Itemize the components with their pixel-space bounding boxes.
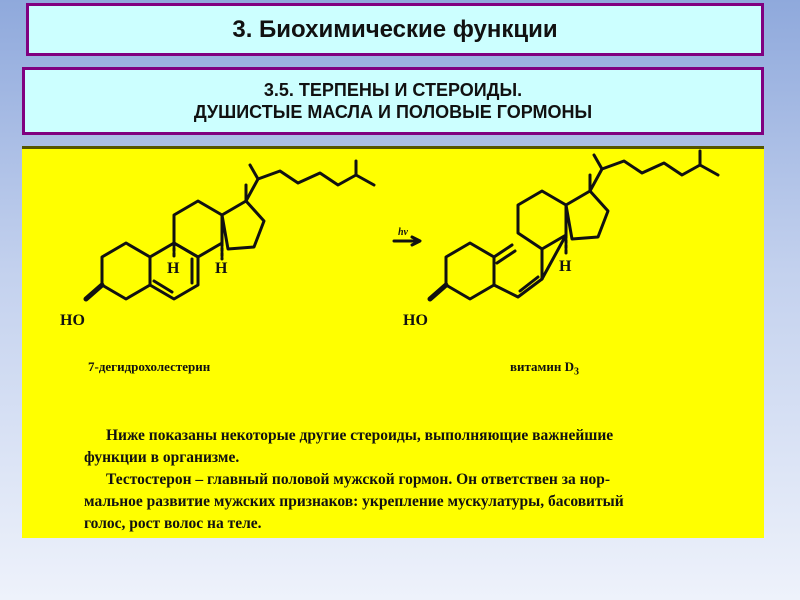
right-methylene (492, 243, 514, 259)
subtitle-line-2: ДУШИСТЫЕ МАСЛА И ПОЛОВЫЕ ГОРМОНЫ (193, 102, 593, 122)
right-triene (492, 277, 544, 299)
left-side-chain (244, 169, 376, 203)
left-ring-a (100, 241, 152, 301)
right-ho-label: HO (403, 312, 428, 329)
right-compound-caption: витамин D3 (510, 359, 579, 378)
paragraph-intro-line-1: Ниже показаны некоторые другие стероиды,… (106, 427, 614, 444)
content-panel: HO H H HO H hv 7-дегидрохолестерин витам… (22, 146, 764, 538)
paragraph-testosterone-line-1: Тестостерон – главный половой мужской го… (106, 471, 611, 488)
left-ring-c (172, 199, 224, 259)
page-title: 3. Биохимические функции (26, 3, 764, 56)
paragraph-testosterone-line-3: голос, рост волос на теле. (84, 515, 262, 532)
right-ho-bond (427, 282, 449, 302)
paragraph-testosterone: Тестостерон – главный половой мужской го… (84, 469, 744, 535)
page-title-text: 3. Биохимические функции (232, 15, 558, 43)
right-ring-d (564, 189, 610, 241)
reaction-diagram: HO H H HO H hv (60, 149, 720, 329)
left-ho-bond (83, 282, 105, 302)
right-h-label: H (559, 258, 572, 275)
left-ho-label: HO (60, 312, 85, 329)
subtitle-line-1: 3.5. ТЕРПЕНЫ И СТЕРОИДЫ. (263, 80, 523, 100)
right-compound-subscript: 3 (574, 366, 580, 378)
left-compound-caption: 7-дегидрохолестерин (88, 359, 211, 374)
paragraph-intro: Ниже показаны некоторые другие стероиды,… (84, 425, 744, 469)
right-ring-a (444, 241, 496, 301)
right-ring-c (516, 189, 568, 281)
paragraph-testosterone-line-2: мальное развитие мужских признаков: укре… (84, 493, 624, 510)
left-h-label-1: H (167, 260, 180, 277)
arrow-label: hv (398, 227, 409, 238)
right-side-chain (588, 159, 720, 193)
right-compound-name: витамин D (510, 359, 575, 374)
section-subtitle: 3.5. ТЕРПЕНЫ И СТЕРОИДЫ. ДУШИСТЫЕ МАСЛА … (22, 67, 764, 135)
paragraph-intro-line-2: функции в организме. (84, 449, 240, 466)
left-ring-d (220, 199, 266, 251)
left-h-label-2: H (215, 260, 228, 277)
